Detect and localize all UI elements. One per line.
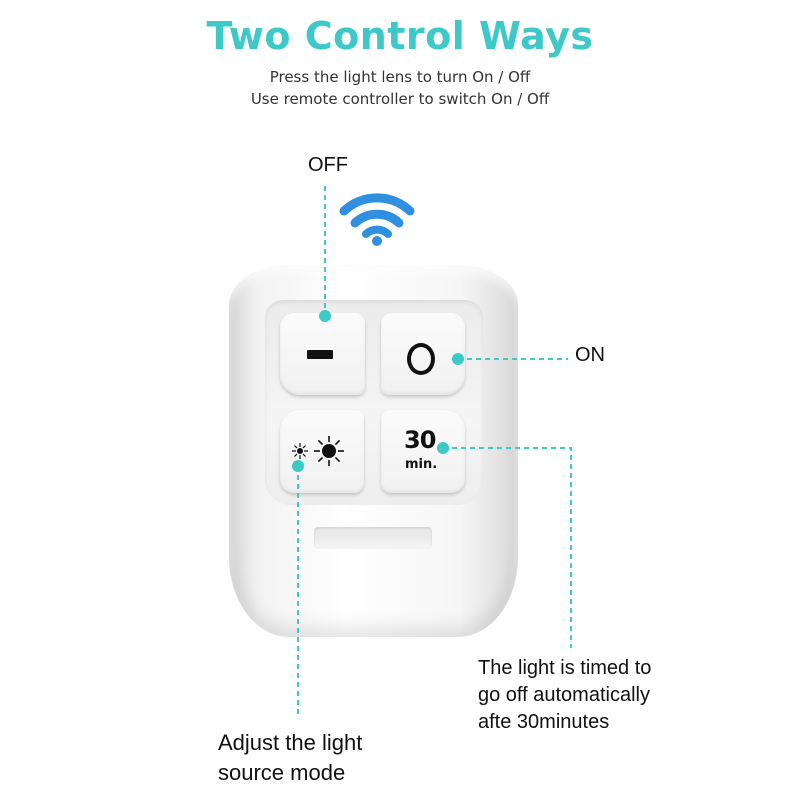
wifi-arc-outer — [339, 193, 415, 216]
wifi-dot — [372, 236, 382, 246]
wifi-arc-inner — [362, 225, 392, 238]
mode-description-line-1: Adjust the light — [218, 730, 363, 755]
on-label: ON — [575, 344, 605, 366]
off-label: OFF — [308, 154, 348, 176]
mode-description: Adjust the light source mode — [218, 728, 362, 788]
circle-icon — [407, 343, 435, 375]
timer-description: The light is timed to go off automatical… — [478, 655, 651, 736]
timer-description-line-2: go off automatically — [478, 684, 650, 706]
mode-button[interactable] — [280, 410, 364, 493]
subtitle-line-2: Use remote controller to switch On / Off — [250, 90, 550, 108]
timer-description-line-3: afte 30minutes — [478, 711, 610, 733]
wifi-arc-middle — [350, 209, 404, 228]
timer-button-value: 30 — [404, 426, 436, 454]
minus-icon — [307, 350, 333, 359]
page-title: Two Control Ways — [206, 14, 594, 58]
mode-description-line-2: source mode — [218, 760, 346, 785]
wifi-arcs — [339, 193, 415, 238]
subtitle-line-1: Press the light lens to turn On / Off — [269, 68, 531, 86]
timer-button-unit: min. — [405, 457, 438, 472]
timer-description-line-1: The light is timed to — [478, 657, 652, 679]
remote-battery-slot — [314, 527, 432, 549]
